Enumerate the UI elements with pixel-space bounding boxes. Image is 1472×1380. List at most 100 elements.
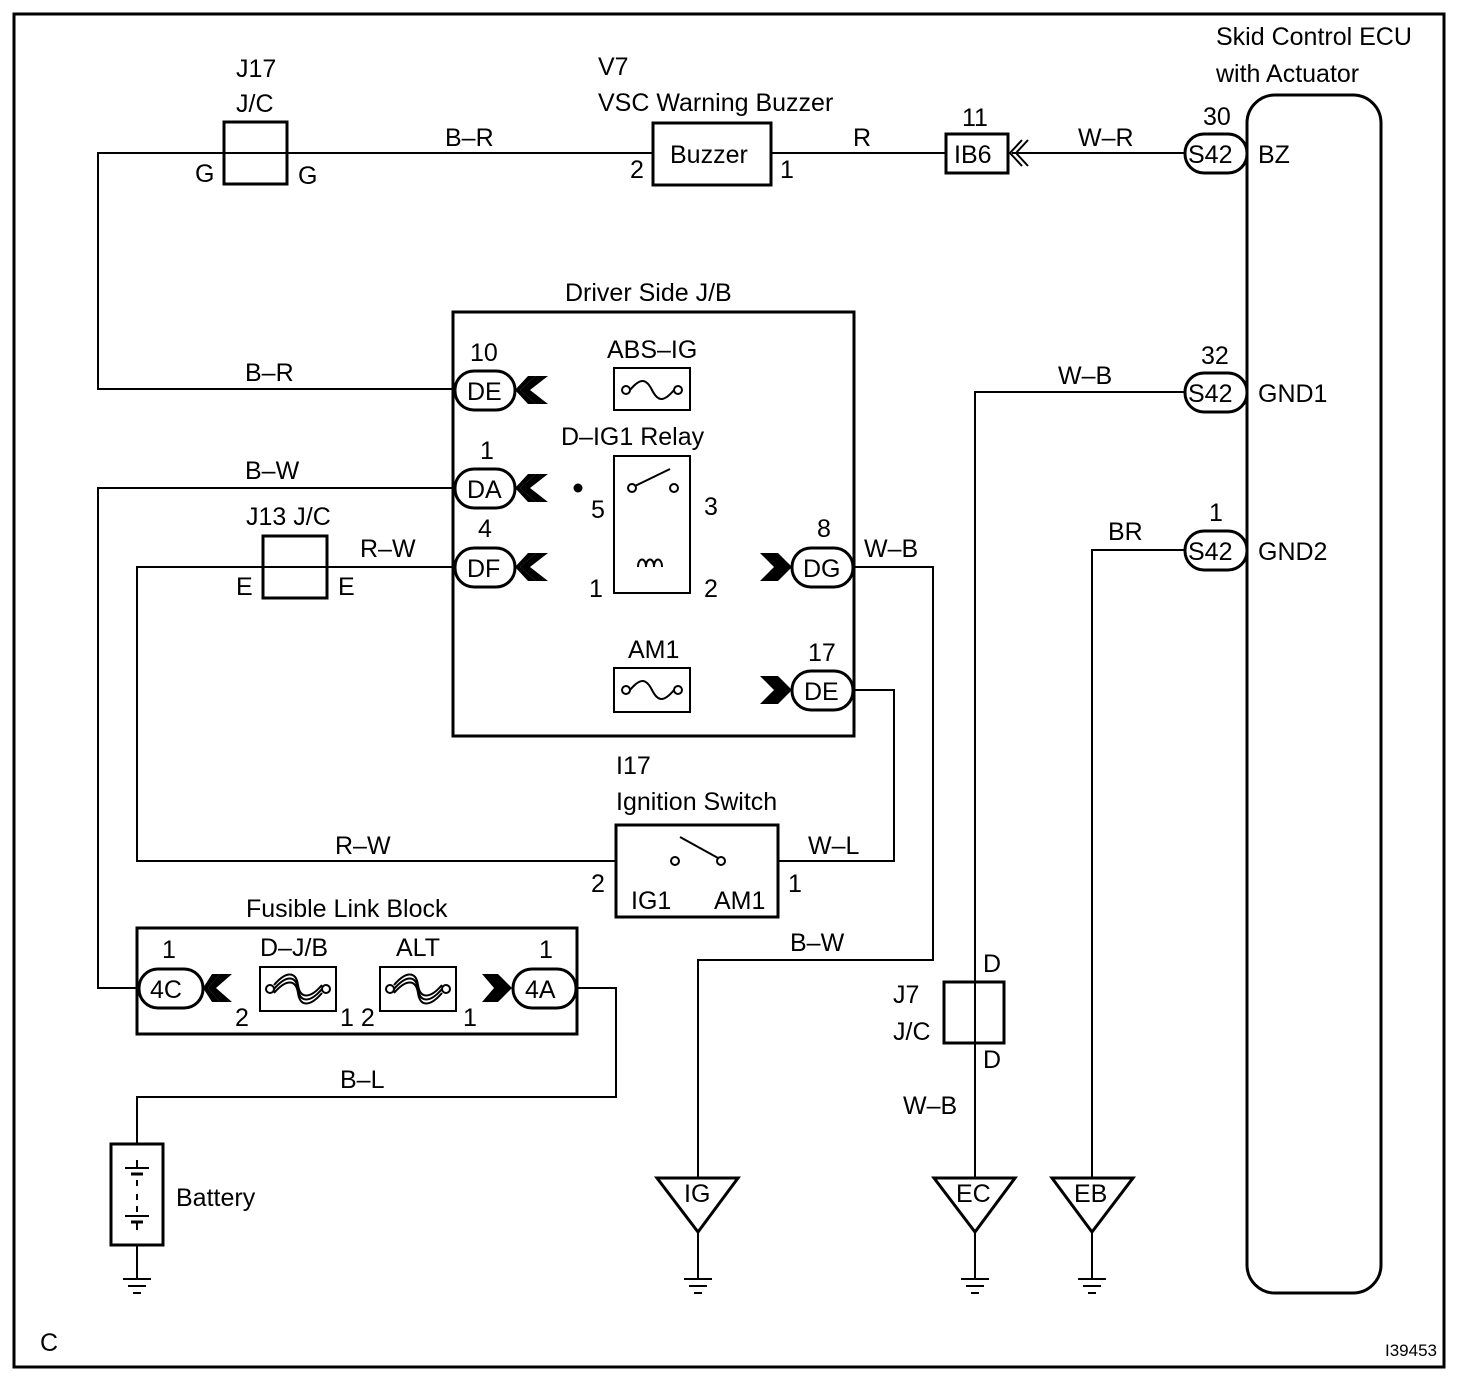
battery: Battery xyxy=(109,1142,256,1247)
jb-connector-df-pin: 4 xyxy=(478,515,492,543)
driver-side-junction-block: Driver Side J/B ABS–IG D–IG1 Relay 5 3 1… xyxy=(451,279,856,738)
ecu-pin-gnd2: S42 1 GND2 xyxy=(1183,499,1327,572)
fusible-connector-4c-label: 4C xyxy=(150,976,182,1004)
ignition-name: Ignition Switch xyxy=(616,788,777,816)
j13-pin-right: E xyxy=(338,573,355,601)
fusible-link-djb: D–J/B xyxy=(259,934,337,1012)
earth-symbol xyxy=(684,1278,712,1294)
ecu-pin-bz-number: 30 xyxy=(1203,103,1231,131)
am1-fuse: AM1 xyxy=(613,636,691,713)
jb-connector-de17-label: DE xyxy=(804,678,839,706)
j13-pin-left: E xyxy=(236,573,253,601)
ground-point-ig: IG xyxy=(653,1176,741,1235)
jb-connector-dg-pin: 8 xyxy=(817,515,831,543)
wire-label-gnd2: BR xyxy=(1108,518,1143,546)
j17-junction-connector: J17 J/C G G xyxy=(195,55,317,190)
buzzer-body-label: Buzzer xyxy=(670,141,748,169)
wire-label-buzzer-ib6: R xyxy=(853,124,871,152)
ignition-terminal-am1: AM1 xyxy=(714,887,765,915)
fusible-title: Fusible Link Block xyxy=(246,895,448,923)
fusible-link-djb-label: D–J/B xyxy=(260,934,328,962)
ignition-id: I17 xyxy=(616,752,651,780)
wire-label-ig-ground: B–W xyxy=(790,929,845,957)
ignition-terminal-ig1: IG1 xyxy=(631,887,671,915)
jb-title: Driver Side J/B xyxy=(565,279,732,307)
fusible-connector-4a: 4A 1 xyxy=(482,936,578,1010)
page-letter: C xyxy=(40,1329,58,1357)
j17-pin-left: G xyxy=(195,160,214,188)
ground-point-ec: EC xyxy=(930,1176,1018,1235)
buzzer-name: VSC Warning Buzzer xyxy=(598,89,833,117)
skid-control-ecu: Skid Control ECU with Actuator xyxy=(1215,23,1412,1295)
diagram-frame xyxy=(12,12,1446,1369)
fusible-link-alt: ALT xyxy=(379,934,457,1012)
ecu-pin-bz-connector: S42 xyxy=(1188,141,1232,169)
jb-connector-dg: DG 8 xyxy=(760,515,855,589)
j7-type: J/C xyxy=(893,1018,931,1046)
jb-connector-de10-pin: 10 xyxy=(470,339,498,367)
buzzer-pin-right: 1 xyxy=(780,156,794,184)
wire-label-gnd1: W–B xyxy=(1058,362,1112,390)
fusible-pin-1: 1 xyxy=(463,1004,477,1032)
jb-connector-de17-pin: 17 xyxy=(808,639,836,667)
ecu-pin-bz-terminal: BZ xyxy=(1258,141,1290,169)
j7-pin-bottom: D xyxy=(983,1046,1001,1074)
wire-label-ign-right: W–L xyxy=(808,832,860,860)
jb-connector-de10-label: DE xyxy=(467,378,502,406)
battery-label: Battery xyxy=(176,1184,256,1212)
ecu-pin-gnd1-connector: S42 xyxy=(1188,380,1232,408)
jb-connector-da: DA 1 xyxy=(453,437,548,510)
ground-ig-label: IG xyxy=(684,1180,710,1208)
wire-label-j17-buzzer: B–R xyxy=(445,124,494,152)
j17-id: J17 xyxy=(236,55,276,83)
jb-connector-dg-label: DG xyxy=(803,555,841,583)
wire-label-jb-dg: W–B xyxy=(864,535,918,563)
ecu-pin-gnd1-number: 32 xyxy=(1201,342,1229,370)
ecu-pin-gnd2-connector: S42 xyxy=(1188,538,1232,566)
ecu-pin-gnd1-terminal: GND1 xyxy=(1258,380,1327,408)
ignition-pin-right: 1 xyxy=(788,870,802,898)
j7-pin-top: D xyxy=(983,950,1001,978)
earth-symbol xyxy=(961,1278,989,1294)
j7-id: J7 xyxy=(893,981,919,1009)
relay-label: D–IG1 Relay xyxy=(561,423,705,451)
ecu-pin-gnd2-number: 1 xyxy=(1209,499,1223,527)
jb-connector-de10: DE 10 xyxy=(453,339,548,412)
wire-label-battery: B–L xyxy=(340,1066,385,1094)
buzzer-pin-left: 2 xyxy=(630,156,644,184)
jb-connector-df: DF 4 xyxy=(453,515,548,589)
j17-pin-right: G xyxy=(298,162,317,190)
j13-name: J13 J/C xyxy=(246,503,331,531)
fusible-connector-4c-pin: 1 xyxy=(162,936,176,964)
ecu-name-line2: with Actuator xyxy=(1215,60,1359,88)
ground-point-eb: EB xyxy=(1049,1176,1137,1235)
jb-connector-de17: DE 17 xyxy=(760,639,855,712)
d-ig1-relay: D–IG1 Relay 5 3 1 2 xyxy=(561,423,718,603)
ib6-connector: IB6 11 xyxy=(944,104,1029,175)
j17-type: J/C xyxy=(236,90,274,118)
ib6-label: IB6 xyxy=(954,141,992,169)
ecu-pin-gnd2-terminal: GND2 xyxy=(1258,538,1327,566)
wire-label-jb-df: R–W xyxy=(360,535,416,563)
figure-id: I39453 xyxy=(1385,1341,1437,1360)
fusible-connector-4c: 4C 1 xyxy=(137,936,232,1010)
splice-dot xyxy=(573,483,583,493)
vsc-warning-buzzer: V7 VSC Warning Buzzer Buzzer 2 1 xyxy=(598,53,833,187)
wire-label-j7-ec: W–B xyxy=(903,1092,957,1120)
abs-ig-fuse: ABS–IG xyxy=(607,336,697,411)
wire-label-jb-da: B–W xyxy=(245,457,300,485)
ecu-pin-gnd1: S42 32 GND1 xyxy=(1183,342,1327,414)
jb-connector-da-pin: 1 xyxy=(480,437,494,465)
ignition-pin-left: 2 xyxy=(591,870,605,898)
relay-pin-5: 5 xyxy=(591,496,605,524)
j7-junction-connector: J7 J/C D D xyxy=(893,950,1006,1074)
ignition-switch: I17 Ignition Switch IG1 AM1 2 1 xyxy=(591,752,802,919)
abs-ig-label: ABS–IG xyxy=(607,336,697,364)
earth-symbols xyxy=(123,1278,1106,1294)
wire-label-ib6-ecu: W–R xyxy=(1078,124,1134,152)
fusible-pin-2: 2 xyxy=(235,1004,249,1032)
relay-pin-2: 2 xyxy=(704,575,718,603)
fusible-link-alt-label: ALT xyxy=(396,934,440,962)
fusible-link-block: Fusible Link Block 4C 1 D–J/B ALT xyxy=(135,895,579,1036)
